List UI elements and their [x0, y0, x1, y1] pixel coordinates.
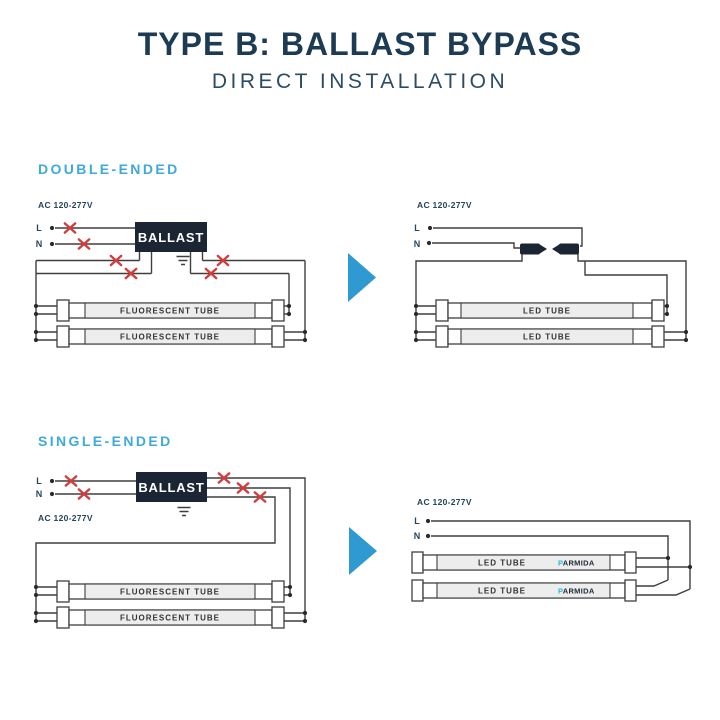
tube-label: LED TUBE: [478, 587, 526, 596]
led-tube: LED TUBE PARMIDA: [411, 579, 637, 602]
line-label: L: [414, 516, 420, 526]
ground-icon: [177, 506, 191, 517]
line-label: L: [36, 476, 42, 486]
led-tube: LED TUBE: [435, 325, 665, 348]
ac-voltage-label: AC 120-277V: [38, 200, 93, 210]
brand-logo-rest: ARMIDA: [563, 559, 595, 568]
section-label-single-ended: SINGLE-ENDED: [38, 433, 173, 449]
neutral-label: N: [36, 239, 43, 249]
fluorescent-tube: FLUORESCENT TUBE: [56, 299, 285, 322]
ground-icon: [176, 255, 190, 266]
wire-connector-icon: [552, 243, 579, 255]
ac-voltage-label: AC 120-277V: [38, 513, 93, 523]
tube-label: FLUORESCENT TUBE: [120, 614, 220, 623]
wire-segments: [35, 477, 306, 622]
tube-label: LED TUBE: [478, 559, 526, 568]
junction-dots: [33, 478, 308, 624]
line-label: L: [36, 223, 42, 233]
tube-label: LED TUBE: [523, 307, 571, 316]
section-label-double-ended: DOUBLE-ENDED: [38, 161, 180, 177]
ballast-label: BALLAST: [138, 480, 204, 495]
tube-label: FLUORESCENT TUBE: [120, 588, 220, 597]
page-title: TYPE B: BALLAST BYPASS: [137, 26, 583, 62]
tube-label: FLUORESCENT TUBE: [120, 333, 220, 342]
brand-logo-p: P: [558, 559, 563, 568]
diagram-double-ended-before: AC 120-277V L N BALLAST FLUORESCENT TUBE: [33, 200, 308, 348]
tube-label: LED TUBE: [523, 333, 571, 342]
diagram-single-ended-after: AC 120-277V L N LED TUBE PARMIDA LED TUB…: [411, 497, 693, 602]
ac-voltage-label: AC 120-277V: [417, 200, 472, 210]
brand-logo: PARMIDA: [558, 559, 595, 568]
led-tube: LED TUBE PARMIDA: [411, 551, 637, 574]
fluorescent-tube: FLUORESCENT TUBE: [56, 325, 285, 348]
wire-segments: [35, 227, 306, 341]
wire-connector-icon: [520, 243, 547, 255]
neutral-label: N: [414, 531, 421, 541]
line-label: L: [414, 223, 420, 233]
diagram-single-ended-before: L N AC 120-277V BALLAST FLUORESCENT TUBE: [33, 472, 308, 629]
brand-logo: PARMIDA: [558, 587, 595, 596]
fluorescent-tube: FLUORESCENT TUBE: [56, 606, 285, 629]
neutral-label: N: [414, 239, 421, 249]
diagram-double-ended-after: AC 120-277V L N LED TUBE: [413, 200, 689, 348]
arrow-icon: [349, 527, 377, 575]
brand-logo-rest: ARMIDA: [563, 587, 595, 596]
junction-dots: [413, 225, 689, 343]
ac-voltage-label: AC 120-277V: [417, 497, 472, 507]
ballast-label: BALLAST: [138, 230, 204, 245]
led-tube: LED TUBE: [435, 299, 665, 322]
wire-segments: [431, 520, 691, 596]
arrow-icon: [348, 253, 376, 302]
junction-dots: [425, 518, 693, 570]
tube-label: FLUORESCENT TUBE: [120, 307, 220, 316]
neutral-label: N: [36, 489, 43, 499]
ballast-box: [136, 472, 207, 502]
fluorescent-tube: FLUORESCENT TUBE: [56, 580, 285, 603]
brand-logo-p: P: [558, 587, 563, 596]
page-subtitle: DIRECT INSTALLATION: [211, 70, 509, 93]
junction-dots: [33, 225, 308, 343]
wire-segments: [415, 227, 687, 341]
ballast-box: [135, 222, 207, 252]
